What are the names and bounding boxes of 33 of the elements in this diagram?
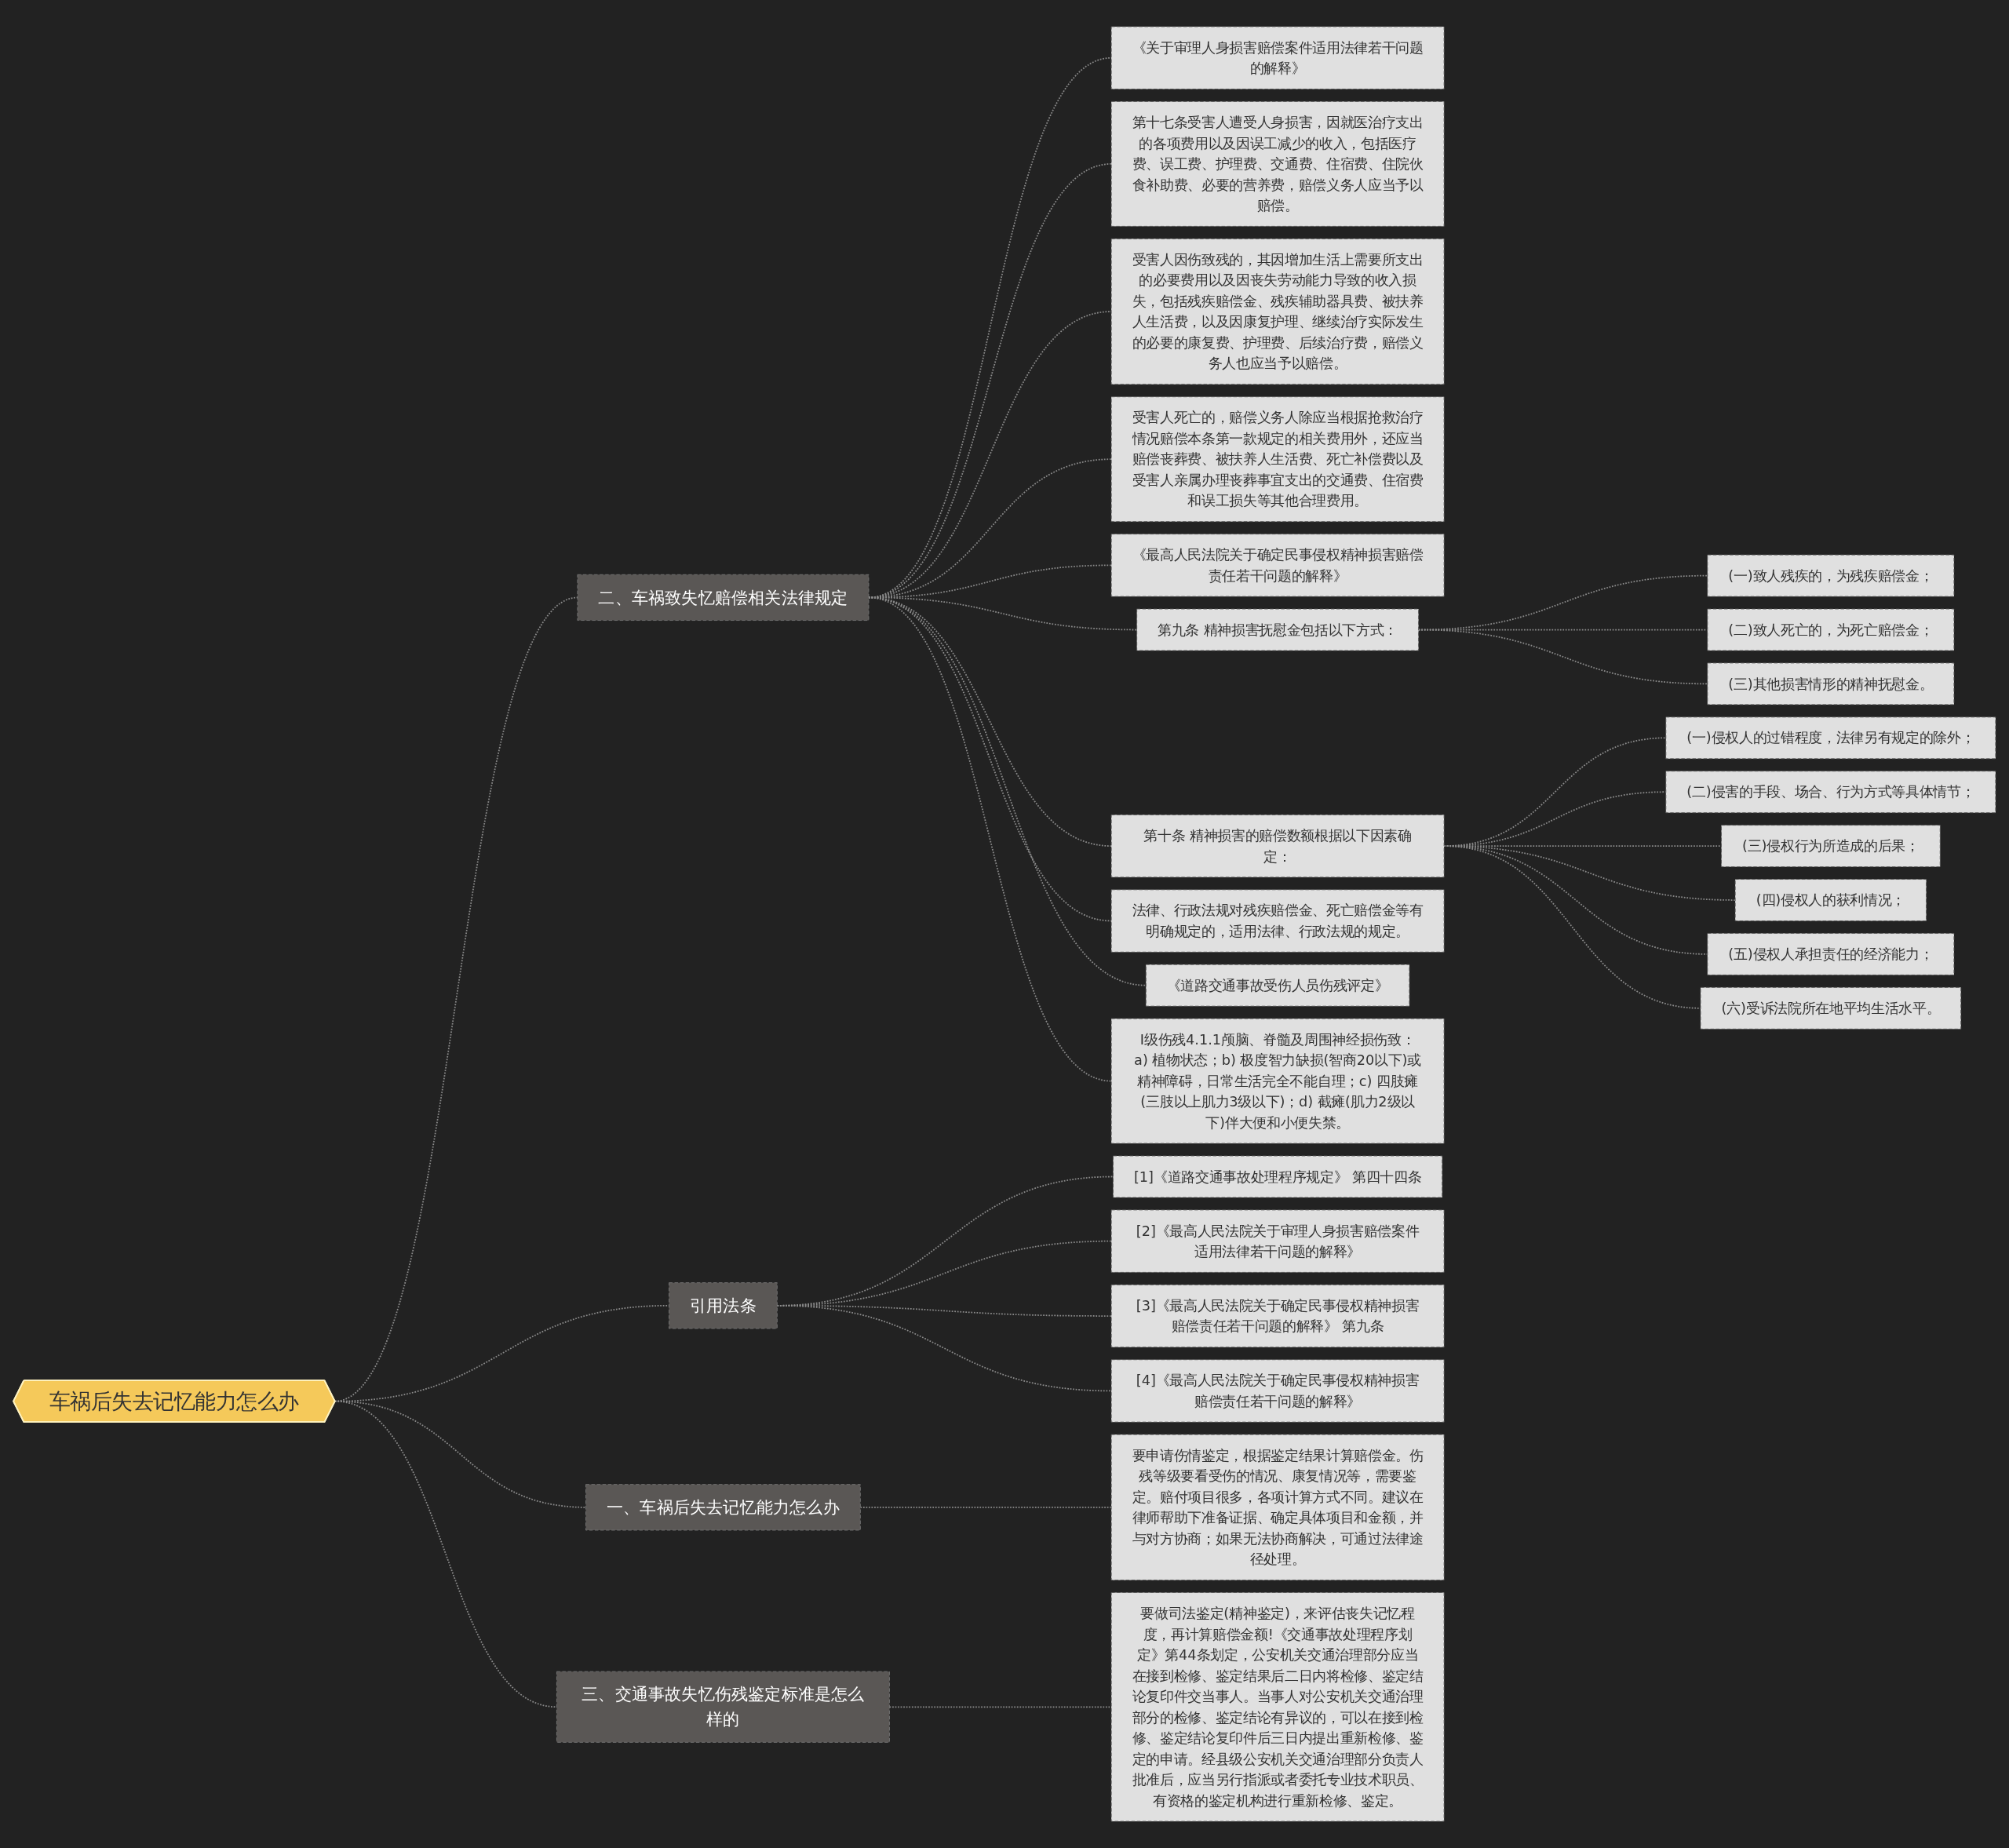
node-box: (一)致人残疾的，为残疾赔偿金； (1707, 554, 1955, 597)
node-box: 要申请伤情鉴定，根据鉴定结果计算赔偿金。伤残等级要看受伤的情况、康复情况等，需要鉴定。赔付项目很多，各项计算方式不同。建议在律师帮助下准备证据、确定具体项目和金额，并与对方协商；如果无法协商解决，可通过法律途径处理。 (1110, 1434, 1445, 1581)
node-box: (三)侵权行为所造成的后果； (1721, 825, 1941, 868)
node-box: 《最高人民法院关于确定民事侵权精神损害赔偿责任若干问题的解释》 (1110, 534, 1445, 597)
node-box: [1]《道路交通事故处理程序规定》 第四十四条 (1113, 1155, 1443, 1198)
node-box: 法律、行政法规对残疾赔偿金、死亡赔偿金等有明确规定的，适用法律、行政法规的规定。 (1110, 889, 1445, 953)
node-box: 第九条 精神损害抚慰金包括以下方式： (1136, 608, 1420, 651)
node-box: (四)侵权人的获利情况； (1734, 879, 1927, 921)
node-box: (五)侵权人承担责任的经济能力； (1707, 933, 1955, 975)
node-box: [4]《最高人民法院关于确定民事侵权精神损害赔偿责任若干问题的解释》 (1110, 1359, 1445, 1423)
node-box: 《道路交通事故受伤人员伤残评定》 (1145, 964, 1410, 1007)
node-box: (二)侵害的手段、场合、行为方式等具体情节； (1665, 771, 1996, 814)
node-box: 受害人死亡的，赔偿义务人除应当根据抢救治疗情况赔偿本条第一款规定的相关费用外，还应当赔偿丧葬费、被扶养人生活费、死亡补偿费以及受害人亲属办理丧葬事宜支出的交通费、住宿费和误工损失等其他合理费用。 (1110, 396, 1445, 523)
node-box: (三)其他损害情形的精神抚慰金。 (1707, 662, 1955, 705)
connector (859, 1506, 1112, 1508)
node-box: 受害人因伤致残的，其因增加生活上需要所支出的必要费用以及因丧失劳动能力导致的收入损失，包括残疾赔偿金、残疾辅助器具费、被扶养人生活费，以及因康复护理、继续治疗实际发生的必要的康复费、护理费、后续治疗费，赔偿义务人也应当予以赔偿。 (1110, 238, 1445, 385)
node-box: 《关于审理人身损害赔偿案件适用法律若干问题的解释》 (1110, 26, 1445, 89)
connector (776, 1304, 1112, 1392)
node-box: [3]《最高人民法院关于确定民事侵权精神损害赔偿责任若干问题的解释》 第九条 (1110, 1284, 1445, 1348)
node-box: 三、交通事故失忆伤残鉴定标准是怎么样的 (556, 1671, 890, 1743)
node-box: 引用法条 (669, 1282, 778, 1329)
node-box: Ⅰ级伤残4.1.1颅脑、脊髓及周围神经损伤致：a) 植物状态；b) 极度智力缺损(智商20以下)或精神障碍，日常生活完全不能自理；c) 四肢瘫(三肢以上肌力3级以下)；d) 截瘫(肌力2级以下)伴大便和小便失禁。 (1110, 1018, 1445, 1144)
node-box: [2]《最高人民法院关于审理人身损害赔偿案件适用法律若干问题的解释》 (1110, 1209, 1445, 1273)
node-box: (二)致人死亡的，为死亡赔偿金； (1707, 608, 1955, 651)
node-box: 要做司法鉴定(精神鉴定)，来评估丧失记忆程度，再计算赔偿金额!《交通事故处理程序划定》第44条划定，公安机关交通治理部分应当在接到检修、鉴定结果后二日内将检修、鉴定结论复印件交当事人。当事人对公安机关交通治理部分的检修、鉴定结论有异议的，可以在接到检修、鉴定结论复印件后三日内提出重新检修、鉴定的申请。经县级公安机关交通治理部分负责人批准后，应当另行指派或者委托专业技术职员、有资格的鉴定机构进行重新检修、鉴定。 (1110, 1592, 1445, 1822)
connector (888, 1706, 1112, 1708)
node-box: (六)受诉法院所在地平均生活水平。 (1700, 986, 1962, 1030)
node-box: 一、车祸后失去记忆能力怎么办 (585, 1484, 861, 1531)
node-box: (一)侵权人的过错程度，法律另有规定的除外； (1665, 716, 1996, 760)
node-box: 第十条 精神损害的赔偿数额根据以下因素确定： (1110, 814, 1445, 878)
node-box: 二、车祸致失忆赔偿相关法律规定 (577, 574, 870, 621)
connector (1417, 629, 1708, 685)
node-box: 第十七条受害人遭受人身损害，因就医治疗支出的各项费用以及因误工减少的收入，包括医疗费、误工费、护理费、交通费、住宿费、住院伙食补助费、必要的营养费，赔偿义务人应当予以赔偿。 (1110, 100, 1445, 227)
